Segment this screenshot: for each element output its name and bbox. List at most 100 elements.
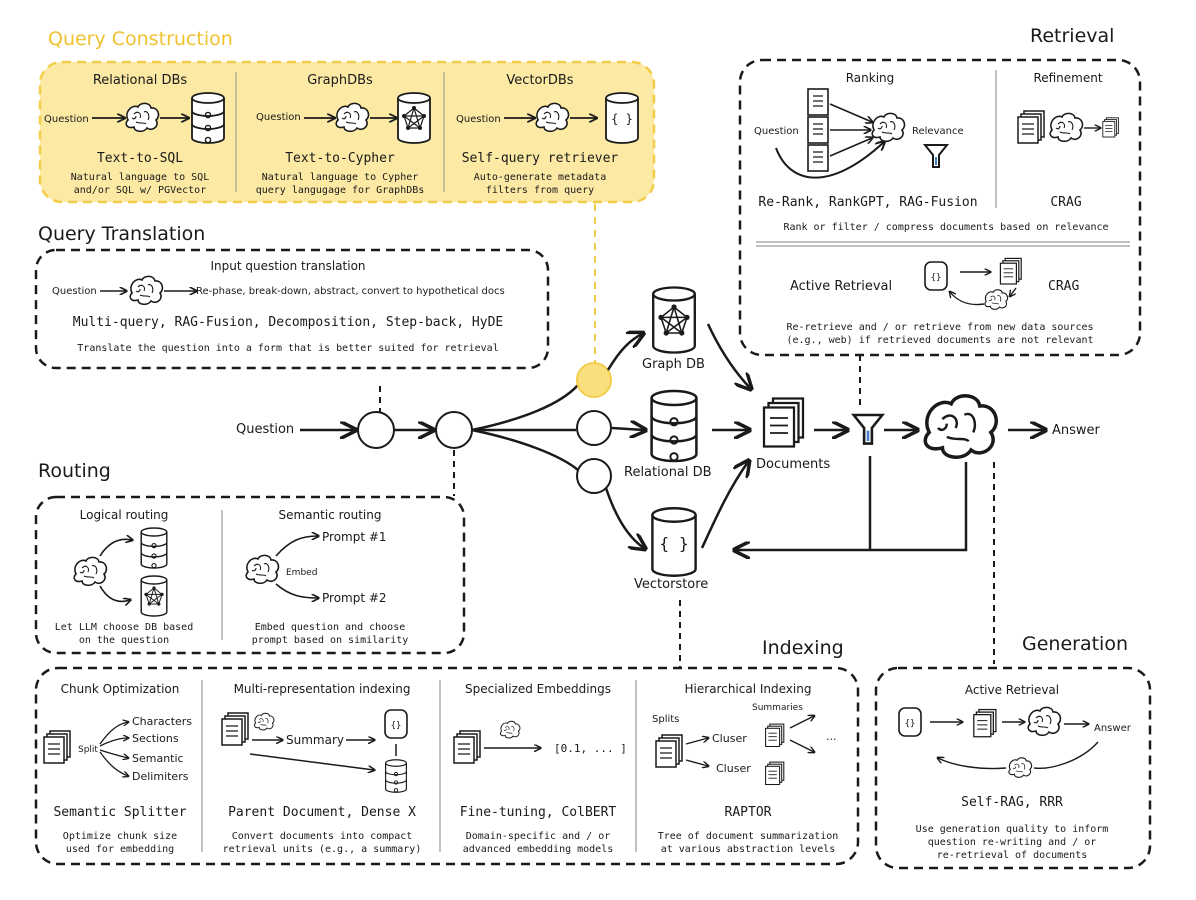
translation-question-label: Question (52, 286, 97, 297)
retrieval-section: Retrieval Ranking Question Relevance Re-… (738, 25, 1142, 357)
brain-icon (254, 712, 275, 731)
vectorstore-label: Vectorstore (634, 577, 708, 592)
retrieval-desc: Rank or filter / compress documents base… (783, 222, 1108, 233)
generation-title: Generation (1022, 633, 1128, 655)
documents-icon (453, 730, 481, 764)
generation-active-retrieval-header: Active Retrieval (965, 683, 1059, 697)
relational-db-icon (650, 389, 698, 463)
relational-db-label: Relational DB (624, 465, 712, 480)
multi-desc-1: Convert documents into compact (232, 831, 413, 842)
self-rag-label: Self-RAG, RRR (961, 795, 1063, 810)
query-translation-title: Query Translation (38, 223, 205, 245)
generation-desc-1: Use generation quality to inform (916, 824, 1109, 835)
text-to-cypher-desc-2: query langugage for GraphDBs (256, 185, 425, 196)
summary-docs-icon (765, 761, 785, 786)
multi-desc-2: retrieval units (e.g., a summary) (223, 844, 422, 855)
brain-icon (1008, 757, 1033, 778)
active-retrieval-label: Active Retrieval (790, 279, 892, 294)
graph-db-icon (652, 286, 696, 354)
ellipsis-label: ... (826, 730, 837, 743)
routing-title: Routing (38, 460, 111, 482)
self-query-desc-1: Auto-generate metadata (474, 172, 606, 183)
graph-question-label: Question (256, 112, 301, 123)
documents-icon (973, 708, 997, 738)
brain-icon (1027, 706, 1062, 737)
text-to-cypher-label: Text-to-Cypher (285, 151, 395, 166)
filter-icon (852, 413, 884, 445)
documents-icon (762, 397, 805, 448)
graphdbs-header: GraphDBs (307, 73, 373, 88)
chunk-item-sections: Sections (132, 732, 179, 745)
multi-representation-header: Multi-representation indexing (234, 682, 411, 696)
brain-icon (1049, 112, 1084, 143)
logical-routing-desc-1: Let LLM choose DB based (55, 622, 193, 633)
relevance-label: Relevance (912, 126, 964, 137)
brain-icon (73, 556, 108, 587)
fine-tuning-label: Fine-tuning, ColBERT (460, 805, 617, 820)
brain-icon (245, 554, 280, 585)
generation-desc-3: re-retrieval of documents (937, 850, 1088, 861)
translation-flow-text: Re-phase, break-down, abstract, convert … (196, 286, 505, 297)
active-retrieval-desc-2: (e.g., web) if retrieved documents are n… (786, 335, 1093, 346)
query-construction-section: Query Construction Relational DBs Questi… (38, 28, 656, 204)
vector-question-label: Question (456, 114, 501, 125)
semantic-routing-header: Semantic routing (279, 508, 382, 522)
text-to-sql-desc-2: and/or SQL w/ PGVector (74, 185, 206, 196)
translation-node (357, 411, 395, 449)
text-to-cypher-desc-1: Natural language to Cypher (262, 172, 419, 183)
llm-brain-icon (923, 394, 999, 459)
translation-desc: Translate the question into a form that … (77, 343, 498, 354)
query-translation-section: Query Translation Input question transla… (34, 223, 550, 370)
embed-label: Embed (286, 568, 317, 578)
vectorstore-node (576, 458, 612, 494)
chunk-item-characters: Characters (132, 715, 192, 728)
documents-icon (1017, 110, 1045, 144)
relational-db-node (576, 410, 612, 446)
query-construction-title: Query Construction (48, 28, 233, 50)
input-question-translation-header: Input question translation (210, 259, 365, 273)
graph-db-icon (140, 575, 168, 617)
documents-label: Documents (756, 457, 830, 472)
summary-label: Summary (286, 733, 344, 747)
doc-icon (807, 116, 829, 144)
generation-answer-label: Answer (1094, 723, 1132, 734)
brain-icon (535, 102, 570, 133)
cluster-2-label: Cluser (716, 762, 751, 775)
graph-db-label: Graph DB (642, 357, 705, 372)
compressed-docs-icon (1102, 117, 1119, 138)
answer-label: Answer (1052, 423, 1101, 438)
raptor-label: RAPTOR (725, 805, 772, 820)
documents-icon (999, 257, 1022, 285)
self-query-retriever-label: Self-query retriever (462, 151, 619, 166)
indexing-title: Indexing (762, 637, 844, 659)
ranking-header: Ranking (846, 71, 895, 85)
refinement-header: Refinement (1033, 71, 1102, 85)
splits-label: Splits (652, 714, 679, 725)
prompt-1-label: Prompt #1 (322, 530, 387, 544)
vector-db-icon (605, 92, 639, 144)
relational-db-icon (140, 527, 168, 569)
prompt-2-label: Prompt #2 (322, 591, 387, 605)
logical-routing-desc-2: on the question (79, 635, 169, 646)
hier-desc-2: at various abstraction levels (661, 844, 836, 855)
generation-section: Generation Active Retrieval Answer Self-… (874, 633, 1152, 870)
chunk-item-semantic: Semantic (132, 752, 184, 765)
hierarchical-indexing-header: Hierarchical Indexing (685, 682, 812, 696)
brain-icon (984, 289, 1009, 310)
chunk-item-delimiters: Delimiters (132, 770, 189, 783)
main-flow: Question Graph DB Relational DB Vectorst… (236, 286, 1101, 668)
hier-desc-1: Tree of document summarization (658, 831, 839, 842)
retrieval-title: Retrieval (1030, 25, 1114, 47)
doc-icon (807, 144, 829, 172)
vectorstore-icon (898, 707, 922, 737)
docstore-icon (385, 759, 407, 793)
active-retrieval-desc-1: Re-retrieve and / or retrieve from new d… (786, 322, 1093, 333)
specialized-embeddings-header: Specialized Embeddings (465, 682, 611, 696)
brain-icon (125, 102, 160, 133)
vectorstore-icon (384, 709, 408, 739)
graph-db-node (576, 362, 612, 398)
brain-icon (335, 102, 370, 133)
brain-icon (129, 275, 164, 306)
relational-dbs-header: Relational DBs (93, 73, 188, 88)
